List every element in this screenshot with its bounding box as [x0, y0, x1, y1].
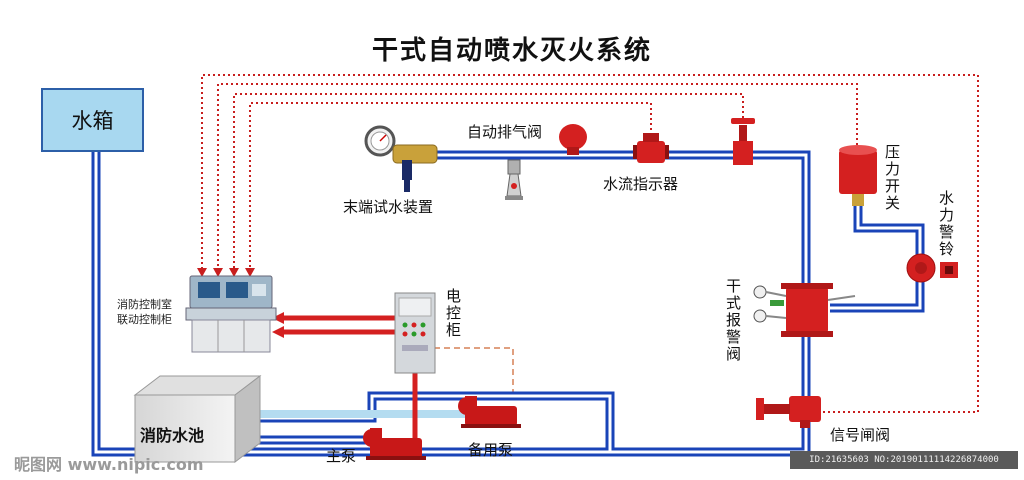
electric-cabinet-label: 电控柜	[444, 288, 462, 339]
signal-lines	[201, 74, 979, 413]
air-release-valve-icon	[559, 124, 587, 155]
pump-control-line	[434, 347, 514, 392]
signal-line-flow-indicator	[249, 102, 652, 270]
water-motor-alarm-label: 水力警铃	[937, 190, 955, 258]
end-test-device-icon	[364, 125, 438, 192]
standby-pump-icon	[458, 396, 521, 428]
water-flow-indicator-label: 水流指示器	[603, 175, 679, 193]
watermark: 昵图网 www.nipic.com	[14, 455, 204, 474]
signal-line-pressure-switch	[217, 83, 858, 270]
image-id-strip: ID:21635603 NO:20190111114226874000	[790, 451, 1018, 469]
signal-line-signal-valve	[201, 74, 979, 413]
fire-pool-label: 消防水池	[140, 426, 205, 445]
water-tank-label: 水箱	[71, 109, 114, 133]
signal-gate-valve-icon	[756, 396, 821, 428]
signal-gate-valve-label: 信号闸阀	[830, 426, 891, 444]
fire-pool-icon	[133, 374, 262, 464]
control-room-label-line1: 消防控制室	[117, 298, 172, 311]
pressure-switch-icon	[839, 145, 877, 206]
dry-alarm-valve-label: 干式报警阀	[724, 278, 742, 363]
sprinkler-icon	[505, 159, 523, 200]
blue-pipes	[91, 150, 925, 457]
main-pump-label: 主泵	[326, 447, 357, 465]
red-pipes	[280, 315, 418, 440]
water-tank: 水箱	[41, 88, 144, 152]
main-pump-icon	[363, 428, 426, 460]
water-motor-alarm-icon	[906, 253, 958, 283]
standby-pump-label: 备用泵	[468, 441, 514, 459]
diagram-title: 干式自动喷水灭火系统	[371, 36, 652, 66]
dry-alarm-valve-icon	[753, 283, 856, 337]
control-console-icon	[185, 275, 277, 353]
pressure-switch-label: 压力开关	[883, 144, 901, 212]
signal-arrowheads	[197, 268, 255, 277]
end-test-device-label: 末端试水装置	[343, 198, 434, 216]
water-flow-indicator-icon	[633, 133, 669, 163]
air-release-valve-label: 自动排气阀	[467, 123, 543, 141]
electric-cabinet-icon	[394, 292, 436, 374]
gate-valve-icon	[731, 118, 755, 165]
suction-pipe	[245, 410, 465, 418]
signal-line-gate-valve	[233, 93, 744, 270]
control-room-label-line2: 联动控制柜	[117, 313, 172, 326]
